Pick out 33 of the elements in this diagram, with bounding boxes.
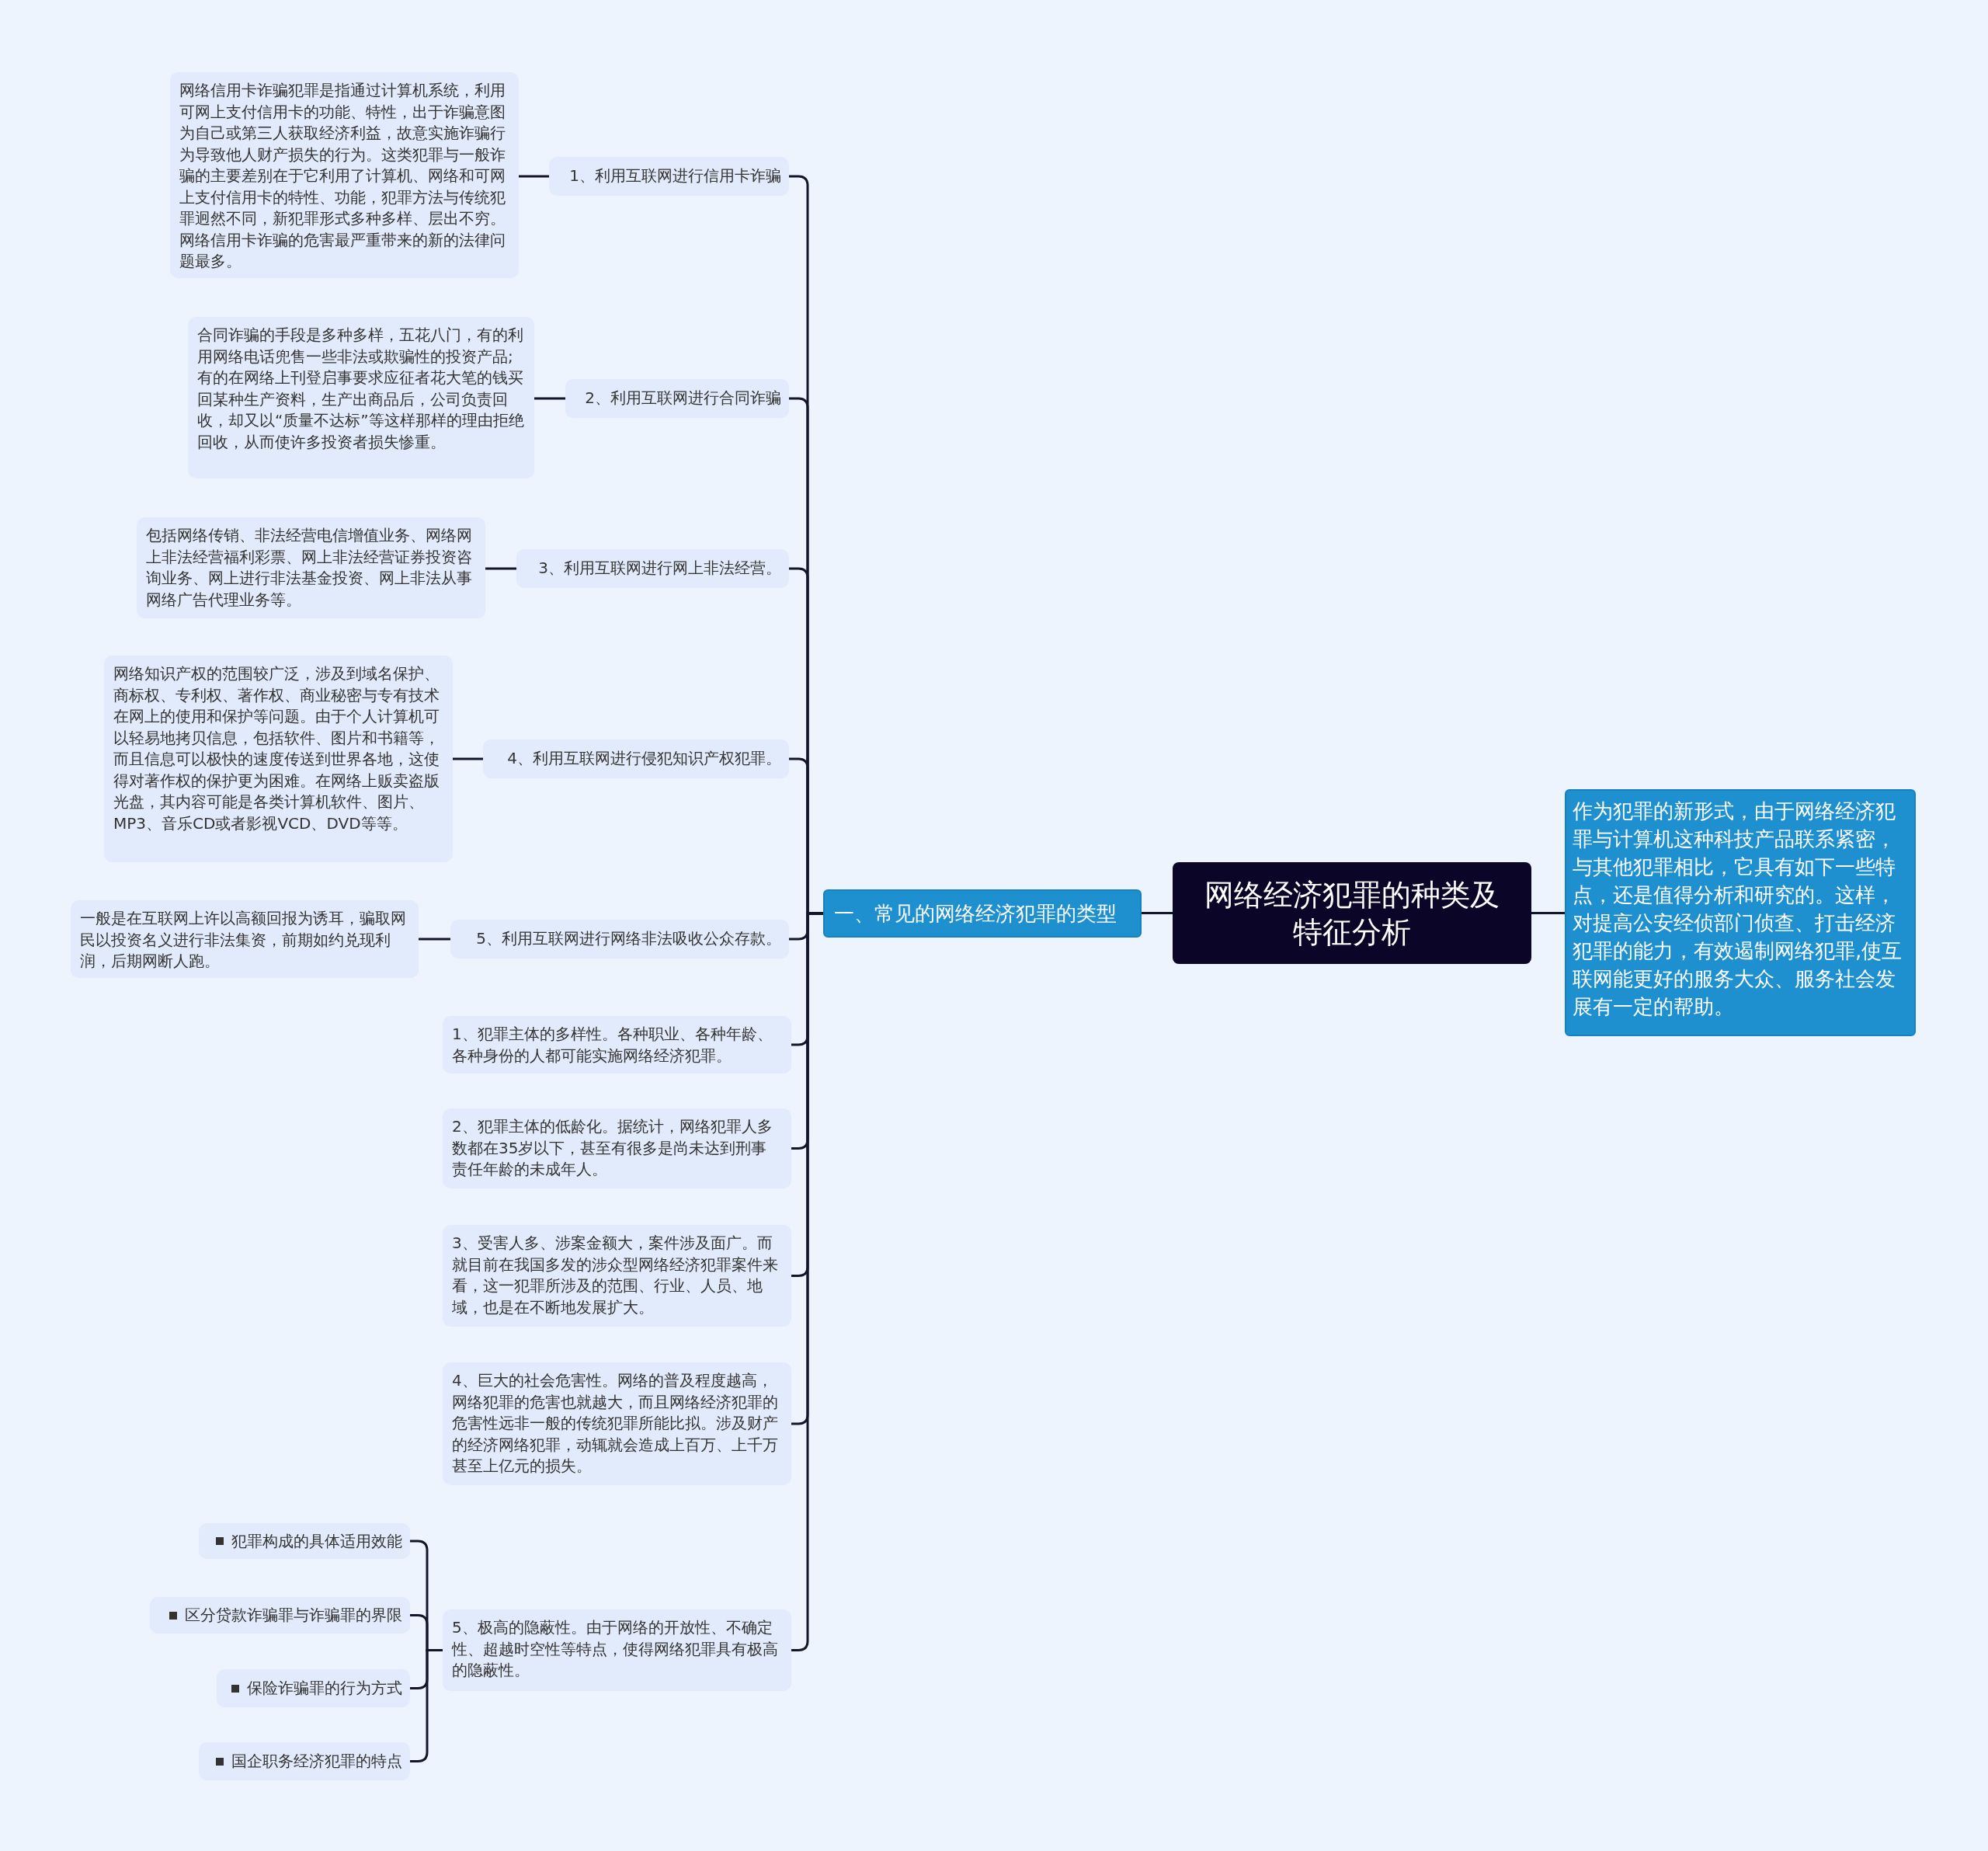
connector-line (519, 175, 549, 178)
note-box: 一般是在互联网上许以高额回报为诱耳，骗取网民以投资名义进行非法集资，前期如约兑现利润，后期网断人跑。 (71, 900, 419, 978)
topic-box (199, 1742, 410, 1780)
topic-box: 3、利用互联网进行网上非法经营。 (516, 549, 789, 588)
connector-line (419, 938, 450, 941)
topic-text: 犯罪构成的具体适用效能 (231, 1530, 402, 1552)
note-box: 3、受害人多、涉案金额大，案件涉及面广。而就目前在我国多发的涉众型网络经济犯罪案件来看，这一犯罪所涉及的范围、行业、人员、地域，也是在不断地发展扩大。 (443, 1225, 791, 1327)
topic-box: 一、常见的网络经济犯罪的类型 (823, 889, 1142, 938)
note-box: 2、犯罪主体的低龄化。据统计，网络犯罪人多数都在35岁以下，甚至有很多是尚未达到刑事责任年龄的未成年人。 (443, 1108, 791, 1188)
note-box: 网络信用卡诈骗犯罪是指通过计算机系统，利用可网上支付信用卡的功能、特性，出于诈骗意图为自己或第三人获取经济利益，故意实施诈骗行为导致他人财产损失的行为。这类犯罪与一般诈骗的主要差别在于它利用了计算机、网络和可网上支付信用卡的特性、功能，犯罪方法与传统犯罪迥然不同，新犯罪形式多种多样、层出不穷。网络信用卡诈骗的危害最严重带来的新的法律问题最多。 (170, 72, 519, 278)
connector-line (485, 567, 516, 570)
topic-box: 2、利用互联网进行合同诈骗 (565, 379, 789, 418)
topic-box (150, 1597, 410, 1634)
connector-line (1531, 912, 1565, 914)
note-box: 1、犯罪主体的多样性。各种职业、各种年龄、各种身份的人都可能实施网络经济犯罪。 (443, 1016, 791, 1073)
topic-text: 保险诈骗罪的行为方式 (247, 1678, 402, 1699)
central-topic-box: 网络经济犯罪的种类及特征分析 (1173, 862, 1531, 964)
note-box: 4、巨大的社会危害性。网络的普及程度越高，网络犯罪的危害也就越大，而且网络经济犯罪的危害性远非一般的传统犯罪所能比拟。涉及财产的经济网络犯罪，动辄就会造成上百万、上千万甚至上亿元的损失。 (443, 1362, 791, 1485)
topic-text: 国企职务经济犯罪的特点 (231, 1751, 402, 1772)
topic-box: 4、利用互联网进行侵犯知识产权犯罪。 (483, 739, 789, 778)
note-box: 网络知识产权的范围较广泛，涉及到域名保护、商标权、专利权、著作权、商业秘密与专有技术在网上的使用和保护等问题。由于个人计算机可以轻易地拷贝信息，包括软件、图片和书籍等，而且信息可以极快的速度传送到世界各地，这使得对著作权的保护更为困难。在网络上贩卖盗版光盘，其内容可能是各类计算机软件、图片、MP3、音乐CD或者影视VCD、DVD等等。 (104, 656, 453, 862)
topic-box: 5、利用互联网进行网络非法吸收公众存款。 (450, 920, 789, 959)
topic-box: 作为犯罪的新形式，由于网络经济犯罪与计算机这种科技产品联系紧密，与其他犯罪相比，它具有如下一些特点，还是值得分析和研究的。这样，对提高公安经侦部门侦查、打击经济犯罪的能力，有效遏制网络犯罪,使互联网能更好的服务大众、服务社会发展有一定的帮助。 (1565, 789, 1916, 1036)
topic-box: 1、利用互联网进行信用卡诈骗 (549, 157, 789, 196)
connector-line (1142, 912, 1173, 914)
note-box: 合同诈骗的手段是多种多样，五花八门，有的利用网络电话兜售一些非法或欺骗性的投资产品;有的在网络上刊登启事要求应征者花大笔的钱买回某种生产资料，生产出商品后，公司负责回收，却又以“质量不达标”等这样那样的理由拒绝回收，从而使许多投资者损失惨重。 (188, 317, 534, 478)
note-box: 包括网络传销、非法经营电信增值业务、网络网上非法经营福利彩票、网上非法经营证券投资咨询业务、网上进行非法基金投资、网上非法从事网络广告代理业务等。 (137, 517, 485, 618)
connector-line (453, 757, 483, 760)
connector-line (534, 397, 565, 400)
note-box: 5、极高的隐蔽性。由于网络的开放性、不确定性、超越时空性等特点，使得网络犯罪具有极高的隐蔽性。 (443, 1609, 791, 1691)
topic-box (199, 1523, 410, 1559)
topic-text: 区分贷款诈骗罪与诈骗罪的界限 (185, 1605, 402, 1626)
topic-box (217, 1669, 410, 1707)
